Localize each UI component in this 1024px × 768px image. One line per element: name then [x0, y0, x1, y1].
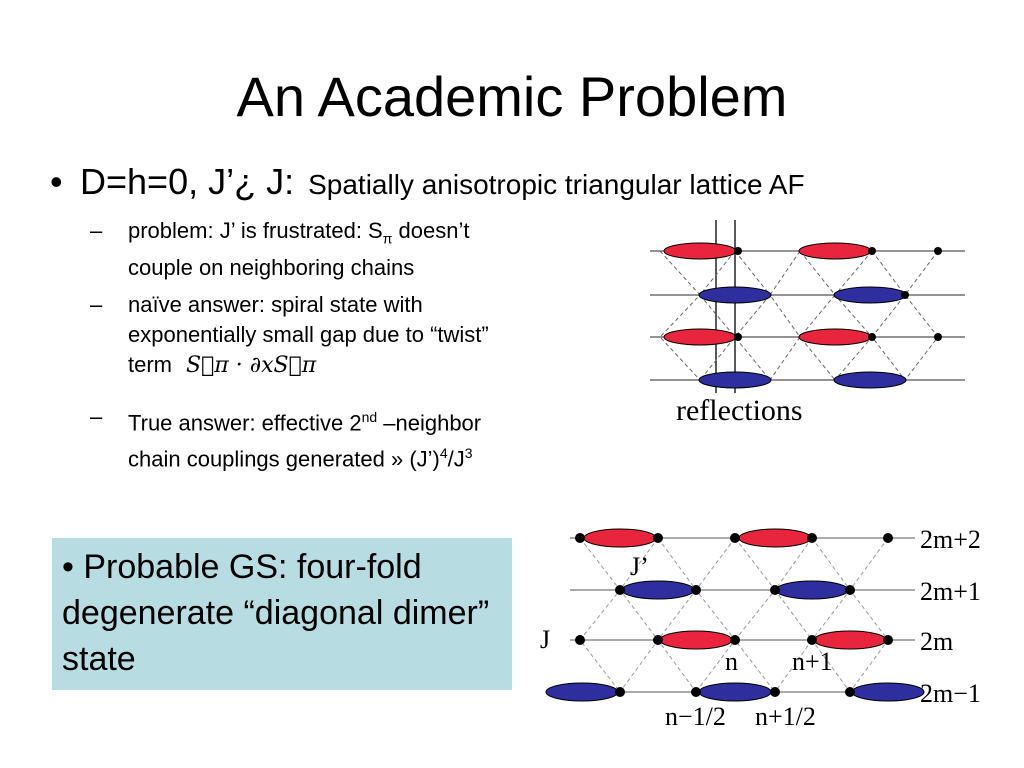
main-bullet: • D=h=0, J’¿ J: Spatially anisotropic tria… — [50, 160, 805, 207]
main-bullet-lead: D=h=0, J’¿ J: — [80, 161, 295, 202]
n-label: n — [725, 647, 738, 676]
blue-dimer — [545, 682, 619, 702]
subbullet-text: exponentially small gap due to “twist” — [128, 322, 489, 347]
superscript: 4 — [439, 445, 448, 462]
bullet-marker: • — [50, 161, 63, 202]
subbullet-true-answer: – True answer: effective 2nd –neighbor c… — [90, 402, 600, 475]
main-bullet-description: Spatially anisotropic triangular lattice… — [308, 169, 805, 200]
j-prime-label: J’ — [630, 552, 649, 581]
subbullet-text: /J — [447, 446, 465, 472]
subbullet-text: couple on neighboring chains — [128, 255, 415, 281]
blue-dimer — [833, 371, 907, 389]
reflections-label: reflections — [676, 394, 803, 427]
subbullet-problem: – problem: J’ is frustrated: Sπ doesn’t … — [90, 216, 600, 283]
blue-dimer — [698, 371, 772, 389]
n-plus-half-label: n+1/2 — [755, 702, 816, 731]
subbullet-naive-answer: – naïve answer: spiral state with expone… — [90, 290, 600, 381]
subbullet-text: problem: J’ is frustrated: S — [128, 218, 383, 243]
slide-title: An Academic Problem — [236, 65, 788, 128]
subbullet-text: –neighbor — [377, 410, 482, 436]
row-label-2m+1: 2m+1 — [920, 577, 981, 606]
dash-marker: – — [90, 292, 103, 317]
red-dimer — [663, 242, 737, 260]
row-label-2m+2: 2m+2 — [920, 525, 981, 554]
subbullet-text: doesn’t — [392, 218, 470, 243]
red-dimer — [798, 242, 872, 260]
red-dimer — [659, 630, 733, 650]
blue-dimer — [833, 286, 907, 304]
subbullet-text: chain couplings generated » (J’) — [128, 446, 440, 472]
n-minus-half-label: n−1/2 — [665, 702, 726, 731]
row-label-2m: 2m — [920, 627, 953, 656]
red-dimer — [583, 528, 657, 548]
blue-dimer — [851, 682, 925, 702]
subscript: π — [382, 230, 393, 247]
blue-dimer — [698, 682, 772, 702]
red-dimer — [663, 328, 737, 346]
twist-term-formula: S⃗π · ∂xS⃗π — [186, 353, 317, 378]
red-dimer — [738, 528, 812, 548]
reflection-lattice-diagram — [650, 220, 965, 393]
blue-dimer — [621, 580, 695, 600]
ground-state-box: • Probable GS: four-fold degenerate “dia… — [52, 538, 512, 690]
j-label: J — [540, 625, 550, 654]
blue-dimer — [775, 580, 849, 600]
subbullet-text: term — [128, 352, 172, 377]
red-dimer — [798, 328, 872, 346]
dash-marker: – — [90, 218, 103, 243]
blue-dimer — [698, 286, 772, 304]
dash-marker: – — [90, 404, 103, 429]
subbullet-text: naïve answer: spiral state with — [128, 292, 423, 317]
superscript: 3 — [464, 445, 473, 462]
row-label-2m-1: 2m−1 — [920, 679, 981, 708]
superscript: nd — [361, 409, 378, 425]
diagonal-dimer-lattice-diagram: 2m+2 2m+1 2m 2m−1 J’ J n n+1 n−1/2 n+1/2 — [540, 525, 981, 731]
n-plus-1-label: n+1 — [792, 647, 833, 676]
subbullet-text: True answer: effective 2 — [128, 410, 362, 436]
